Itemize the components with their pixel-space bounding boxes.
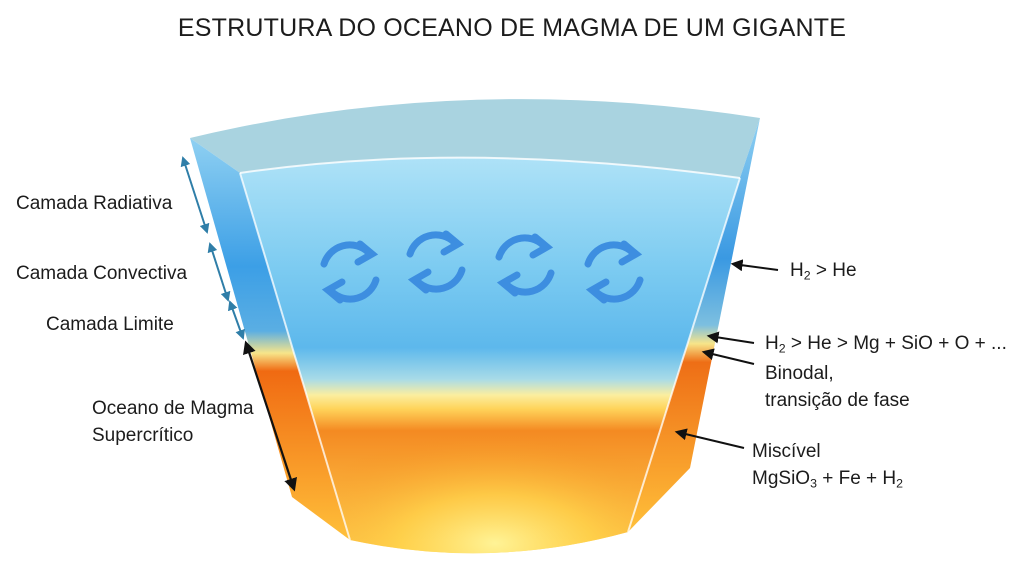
label-binodal-line2: transição de fase xyxy=(765,390,910,411)
mixture-pointer xyxy=(706,331,755,344)
h2-he-pointer xyxy=(730,259,779,272)
convection-cycle-icon xyxy=(320,230,644,304)
magma-span-arrow xyxy=(243,340,297,492)
boundary-span-arrow xyxy=(228,300,245,340)
radiative-span-arrow xyxy=(180,156,210,234)
label-mixture: H2 > He > Mg + SiO + O + ... xyxy=(765,333,1007,356)
label-convective-layer: Camada Convectiva xyxy=(16,263,188,284)
miscible-pointer xyxy=(674,428,745,449)
label-h2-he: H2 > He xyxy=(790,260,857,283)
diagram-title: ESTRUTURA DO OCEANO DE MAGMA DE UM GIGAN… xyxy=(177,14,847,42)
label-miscible-line1: Miscível xyxy=(752,441,821,462)
label-miscible-line2: MgSiO3 + Fe + H2 xyxy=(752,468,904,491)
label-magma-ocean-line1: Oceano de Magma xyxy=(92,398,254,419)
label-magma-ocean-line2: Supercrítico xyxy=(92,425,194,446)
convective-span-arrow xyxy=(207,242,231,302)
label-binodal-line1: Binodal, xyxy=(765,363,834,384)
binodal-pointer xyxy=(701,348,755,365)
segment-top-face xyxy=(190,99,760,178)
core-glow xyxy=(300,352,690,554)
label-radiative-layer: Camada Radiativa xyxy=(16,193,173,214)
segment-left-face xyxy=(190,138,350,540)
label-boundary-layer: Camada Limite xyxy=(46,314,174,335)
